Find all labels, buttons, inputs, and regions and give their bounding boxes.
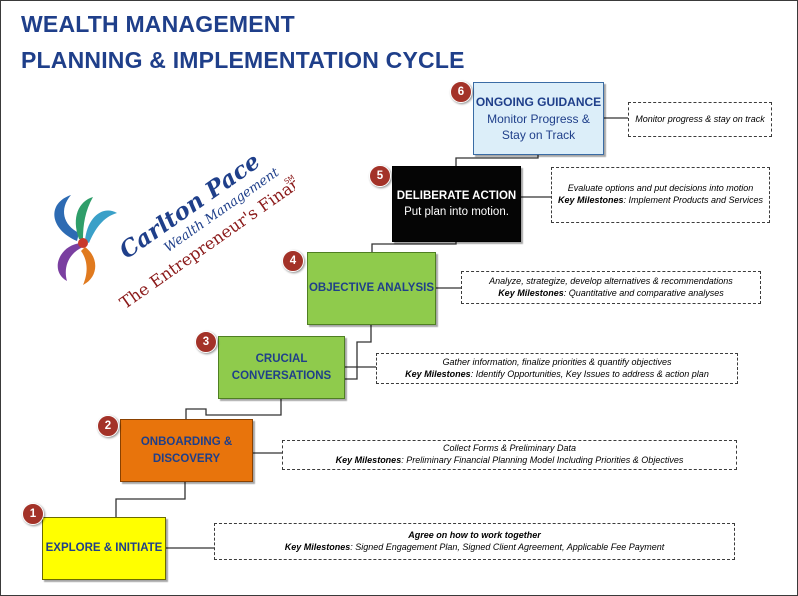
title-line-2: PLANNING & IMPLEMENTATION CYCLE (21, 47, 465, 73)
step-description-3: Gather information, finalize priorities … (376, 353, 738, 384)
connector-3-4 (345, 325, 372, 380)
milestones-label: Key Milestones (498, 287, 564, 298)
step-number-badge: 2 (97, 415, 119, 437)
step-number-badge: 3 (195, 331, 217, 353)
description-text: Agree on how to work together (408, 529, 541, 540)
logo: Carlton Pace Wealth Management The Entre… (54, 124, 295, 313)
step-subtitle: Put plan into motion. (404, 206, 509, 219)
description-text: Evaluate options and put decisions into … (567, 183, 754, 194)
milestones-label: Key Milestones (405, 368, 471, 379)
step-title-line-1: CRUCIAL (255, 352, 308, 365)
connector-4-5 (371, 242, 457, 252)
description-text: Gather information, finalize priorities … (442, 356, 672, 367)
step-crucial-conversations: CRUCIAL CONVERSATIONS (218, 336, 345, 399)
milestones-text: : Quantitative and comparative analyses (563, 287, 724, 298)
step-objective-analysis: OBJECTIVE ANALYSIS (307, 252, 436, 325)
step-subtitle-line-2: Stay on Track (501, 128, 576, 143)
step-description-5: Evaluate options and put decisions into … (551, 167, 770, 223)
step-subtitle-line-1: Monitor Progress & (487, 112, 590, 126)
step-explore-initiate: EXPLORE & INITIATE (42, 517, 166, 580)
step-title: EXPLORE & INITIATE (45, 542, 163, 555)
step-description-6: Monitor progress & stay on track (628, 102, 772, 137)
step-title-line-1: ONBOARDING & (140, 435, 233, 448)
milestones-text: : Identify Opportunities, Key Issues to … (470, 368, 709, 379)
step-number-badge: 1 (22, 503, 44, 525)
milestones-text: : Signed Engagement Plan, Signed Client … (350, 541, 665, 552)
milestones-label: Key Milestones (335, 455, 402, 465)
step-deliberate-action: DELIBERATE ACTION Put plan into motion. (392, 166, 521, 242)
step-title-line-2: CONVERSATIONS (231, 369, 332, 382)
step-onboarding-discovery: ONBOARDING & DISCOVERY (120, 419, 253, 482)
connector-2-3 (185, 399, 282, 419)
connector-5-6 (455, 155, 539, 166)
connector-1-2 (115, 482, 186, 517)
step-number-badge: 5 (369, 165, 391, 187)
step-title: DELIBERATE ACTION (396, 189, 517, 202)
title-line-1: WEALTH MANAGEMENT (21, 11, 295, 37)
description-text: Collect Forms & Preliminary Data (442, 443, 577, 454)
milestones-text: : Implement Products and Services (623, 195, 764, 205)
milestones-label: Key Milestones (557, 195, 624, 205)
step-title-line-2: DISCOVERY (152, 452, 221, 465)
step-description-4: Analyze, strategize, develop alternative… (461, 271, 761, 304)
step-ongoing-guidance: ONGOING GUIDANCE Monitor Progress & Stay… (473, 82, 604, 155)
logo-swirl-icon (54, 195, 117, 285)
milestones-label: Key Milestones (284, 541, 351, 552)
step-number-badge: 6 (450, 81, 472, 103)
description-text: Monitor progress & stay on track (635, 113, 765, 124)
description-text: Analyze, strategize, develop alternative… (489, 275, 733, 286)
milestones-text: : Preliminary Financial Planning Model I… (401, 455, 684, 465)
step-title: OBJECTIVE ANALYSIS (308, 282, 435, 295)
step-description-2: Collect Forms & Preliminary Data Key Mil… (282, 440, 737, 470)
step-number-badge: 4 (282, 250, 304, 272)
step-description-1: Agree on how to work together Key Milest… (214, 523, 735, 560)
step-title: ONGOING GUIDANCE (475, 94, 602, 109)
